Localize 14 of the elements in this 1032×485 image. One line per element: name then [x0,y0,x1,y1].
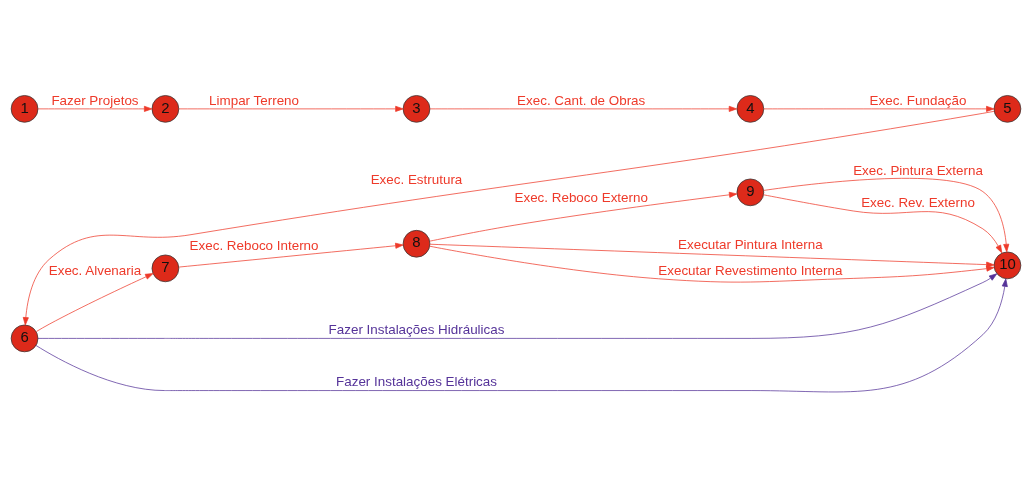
edge-label: Exec. Alvenaria [48,262,142,278]
edge-label: Executar Revestimento Interna [658,262,843,278]
edge-label: Exec. Fundação [869,92,967,108]
edge-label: Exec. Reboco Externo [514,189,648,205]
edge-label: Exec. Pintura Externa [853,162,983,178]
edge-label: Exec. Cant. de Obras [517,92,646,108]
edge-label: Fazer Instalações Hidráulicas [328,321,505,337]
edge-label: Exec. Rev. Externo [861,194,975,210]
edge-label: Executar Pintura Interna [678,236,823,252]
edge-label: Fazer Projetos [51,92,139,108]
edge-label: Fazer Instalações Elétricas [336,373,497,389]
edge-label: Limpar Terreno [209,92,300,108]
edge-label: Exec. Reboco Interno [189,237,319,253]
edge-label: Exec. Estrutura [370,171,463,187]
